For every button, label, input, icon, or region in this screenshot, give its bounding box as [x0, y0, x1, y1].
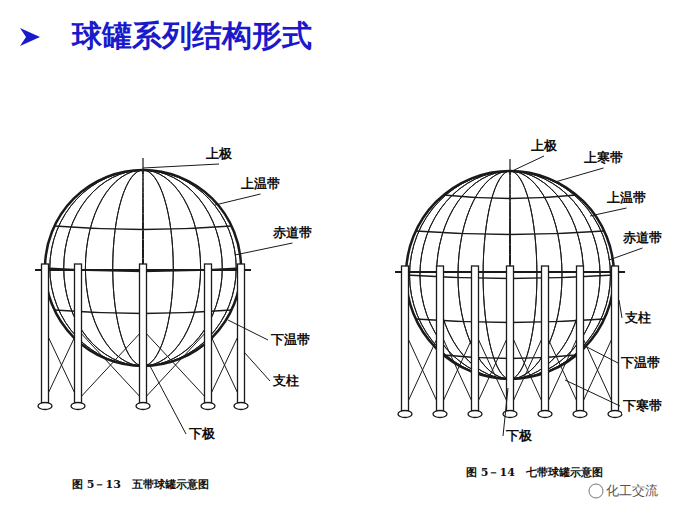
leader-line: [143, 164, 219, 168]
part-label: 下极: [505, 428, 533, 444]
part-label: 上极: [530, 138, 558, 154]
leader-line: [609, 248, 643, 260]
part-label: 下寒带: [622, 398, 663, 414]
watermark: 化工交流: [606, 483, 658, 499]
part-label: 下极: [188, 426, 216, 442]
page-title: 球罐系列结构形式: [72, 18, 312, 54]
seven-band-tank: [395, 159, 625, 418]
figure-caption: 图 5－14 七带球罐示意图: [466, 466, 603, 480]
part-label: 赤道带: [272, 225, 313, 241]
part-label: 上温带: [606, 190, 647, 206]
watermark-icon: [589, 484, 603, 498]
bullet-arrow: [20, 28, 40, 46]
part-label: 下温带: [270, 332, 311, 348]
part-label: 下温带: [620, 355, 661, 371]
part-label: 上极: [205, 146, 233, 162]
leader-line: [244, 352, 270, 381]
leader-line: [619, 300, 622, 318]
part-label: 上寒带: [583, 150, 624, 166]
leader-line: [235, 243, 293, 255]
leader-line: [510, 156, 544, 172]
leader-line: [565, 380, 620, 406]
part-label: 支柱: [624, 310, 652, 326]
five-band-tank: [35, 158, 251, 410]
part-label: 支柱: [272, 373, 300, 389]
part-label: 赤道带: [622, 230, 663, 246]
leader-line: [555, 168, 604, 182]
leader-line: [150, 366, 186, 434]
leader-line: [228, 320, 268, 340]
part-label: 上温带: [240, 176, 281, 192]
figure-caption: 图 5－13 五带球罐示意图: [72, 478, 209, 492]
leader-line: [590, 208, 627, 216]
leader-line: [583, 345, 618, 363]
leader-line: [215, 194, 261, 205]
